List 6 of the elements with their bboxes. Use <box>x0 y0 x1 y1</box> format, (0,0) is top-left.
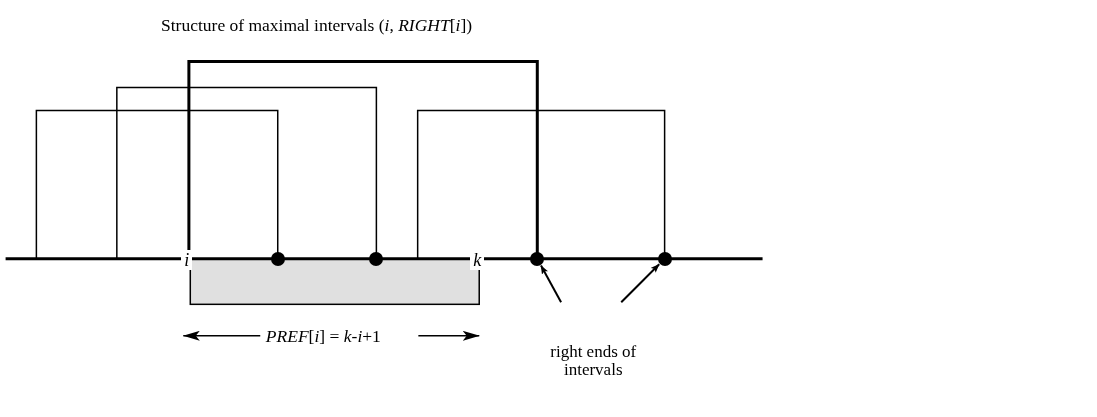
label: i <box>181 249 193 270</box>
arrow <box>540 264 563 304</box>
title: Structure of maximal intervals (i, RIGHT[i]) <box>161 14 473 36</box>
arrow <box>620 263 661 304</box>
label: PREF[i] = k-i+1 <box>265 326 381 347</box>
annotation-text: right ends of intervals <box>549 342 638 379</box>
